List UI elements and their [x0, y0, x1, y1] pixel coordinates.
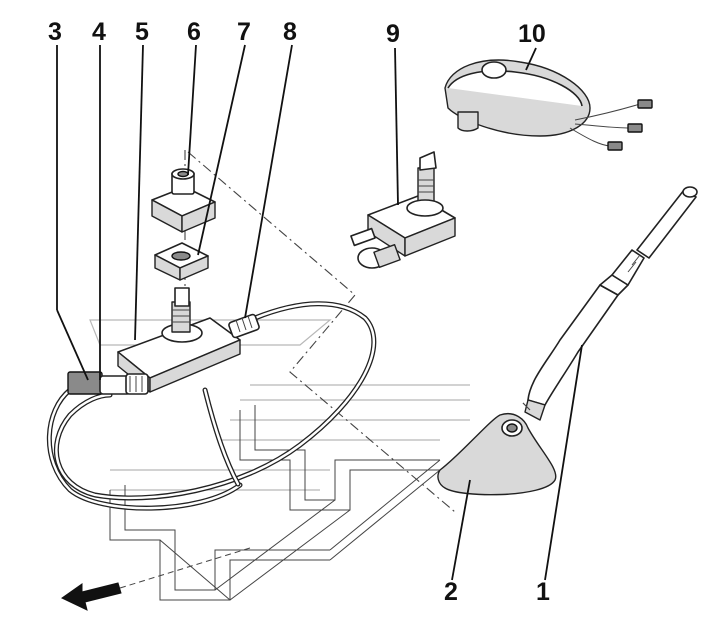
- callout-5: 5: [135, 18, 149, 46]
- mounting-nut: [151, 168, 216, 233]
- callout-9: 9: [386, 20, 400, 48]
- callout-1: 1: [536, 578, 550, 606]
- leader-lines: [56, 44, 583, 581]
- callout-8: 8: [283, 18, 297, 46]
- antenna-amplifier: [350, 151, 456, 269]
- direction-arrow-icon: [61, 547, 251, 611]
- roof-rail-profile: [109, 405, 441, 601]
- plug-connector-left: [67, 371, 149, 395]
- callout-2: 2: [444, 578, 458, 606]
- antenna-mast: [521, 186, 698, 421]
- seal-washer: [154, 242, 209, 281]
- antenna-cable-loop: [46, 301, 377, 511]
- callout-3: 3: [48, 18, 62, 46]
- callout-7: 7: [237, 18, 251, 46]
- antenna-base-cover: [437, 413, 557, 496]
- amplifier-base-mounted: [117, 287, 241, 393]
- callout-4: 4: [92, 18, 106, 46]
- assembly-guide-line: [187, 151, 456, 513]
- antenna-module-housing: [444, 59, 653, 151]
- cable-connector-right: [228, 313, 260, 339]
- callout-labels: 3 4 5 6 7 8 9 10 2 1: [48, 18, 550, 606]
- callout-6: 6: [187, 18, 201, 46]
- callout-10: 10: [518, 20, 546, 48]
